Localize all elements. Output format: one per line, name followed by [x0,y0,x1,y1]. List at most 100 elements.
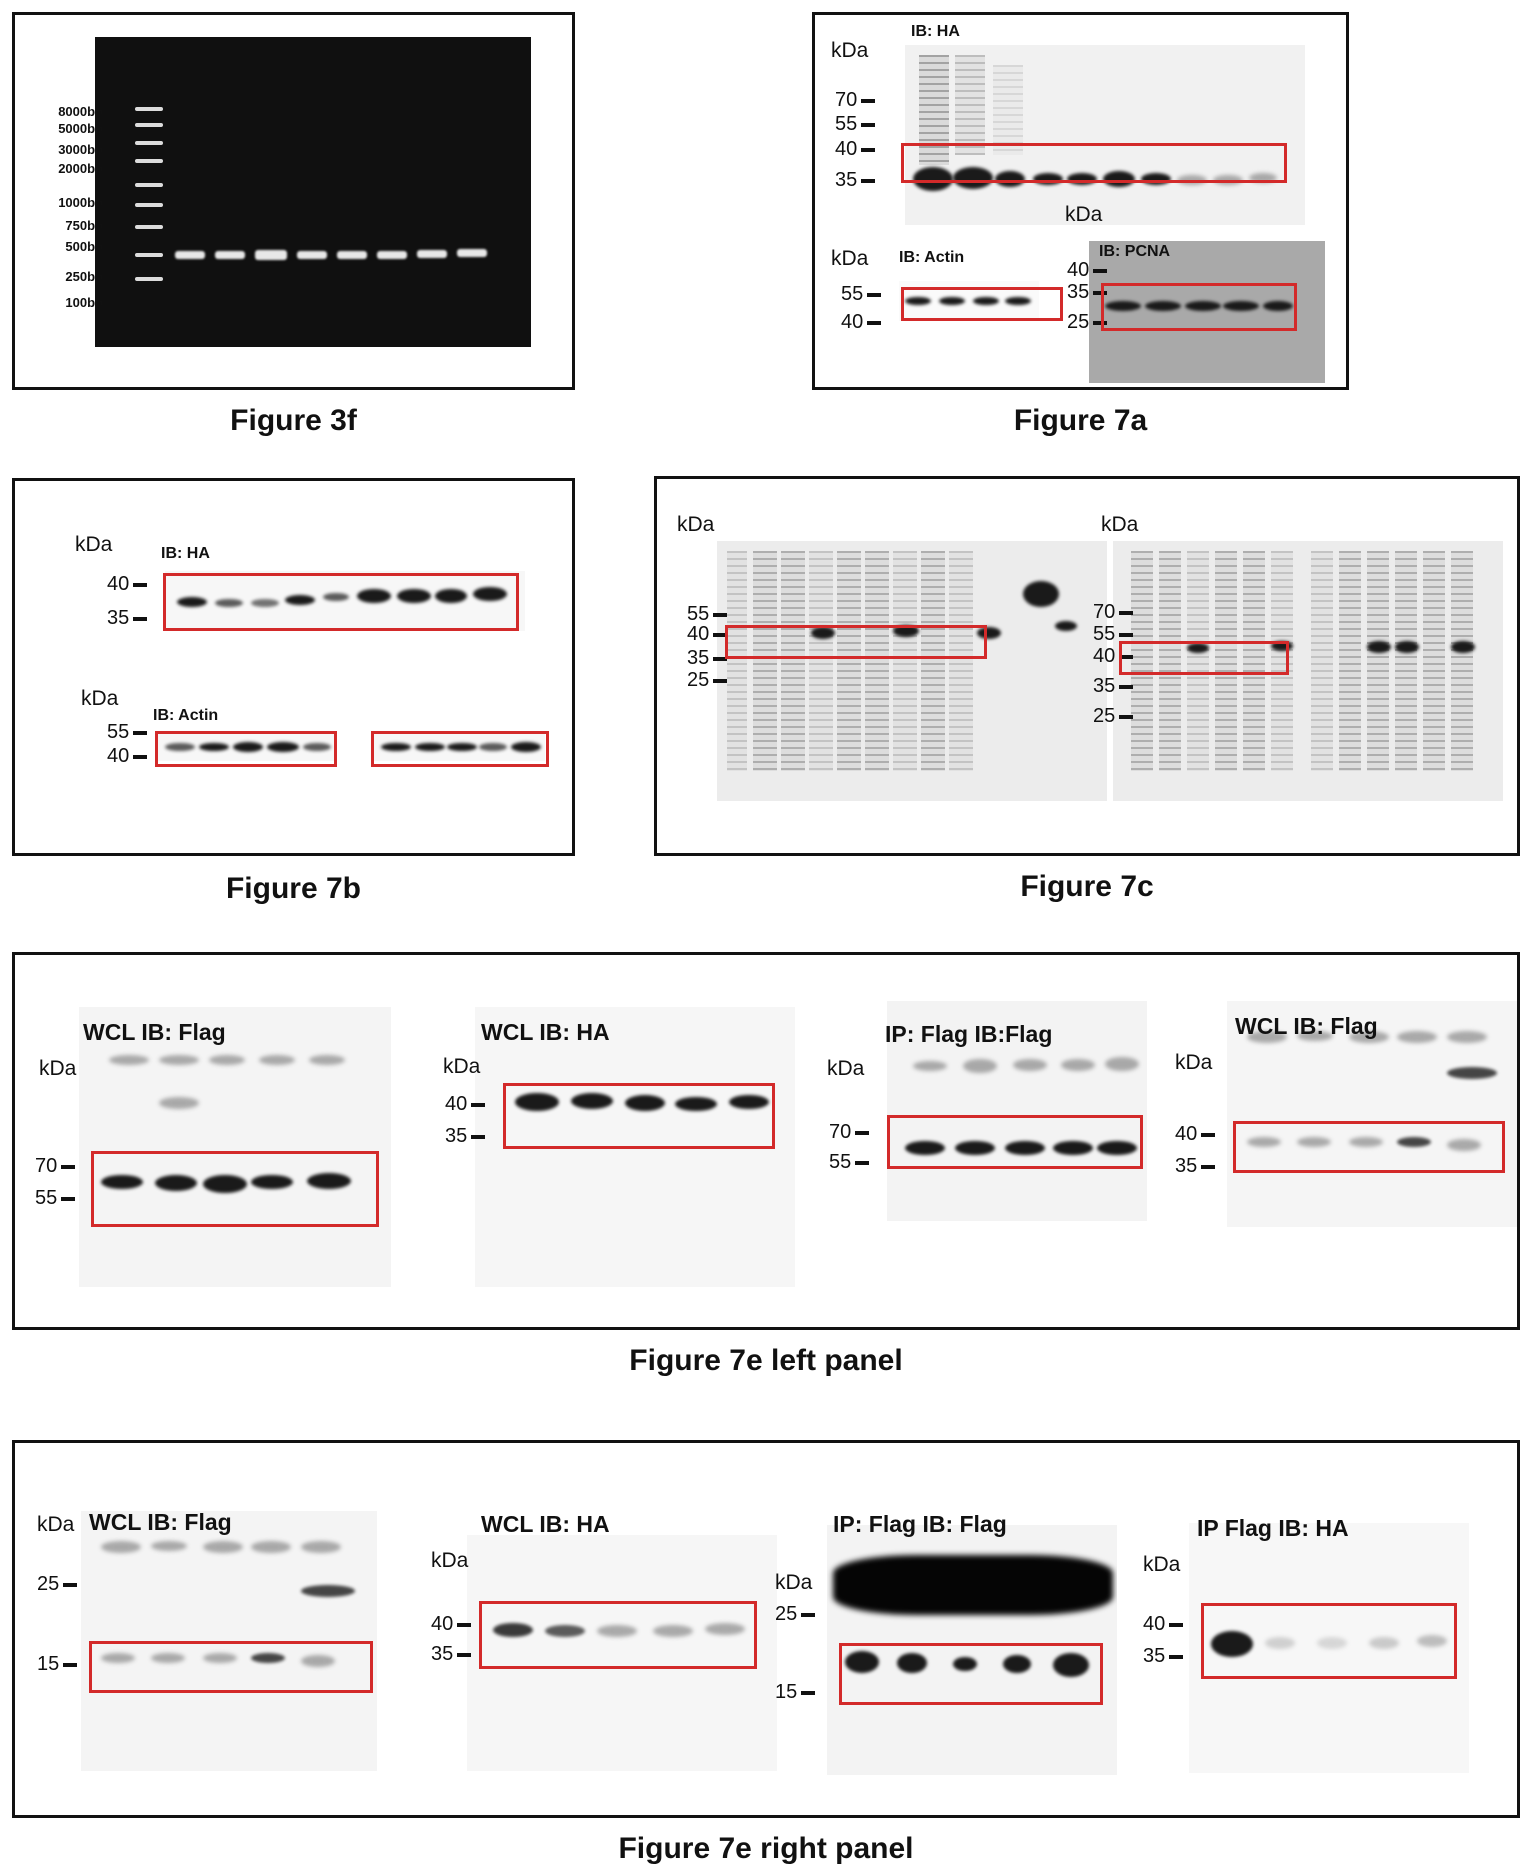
figure-7e-left-caption: Figure 7e left panel [629,1344,903,1377]
gel-right-image [1113,541,1503,801]
marker-40-right: 40 [1093,645,1133,668]
marker-25-pcna: 25 [1067,311,1107,334]
panel3-marker-70: 70 [829,1121,869,1144]
marker-35-pcna: 35 [1067,281,1107,304]
panel1-marker-55: 55 [35,1187,75,1210]
figure-7c-frame: kDa kDa 55 40 35 25 [654,476,1520,856]
r-panel4-marker-35: 35 [1143,1645,1183,1668]
panel1-marker-70: 70 [35,1155,75,1178]
ha-blot-image [165,571,525,631]
panel4-marker-35: 35 [1175,1155,1215,1178]
kda-label-right: kDa [1101,513,1139,536]
blot-ip-flag-r [827,1525,1117,1775]
r-panel3-title: IP: Flag IB: Flag [833,1511,1007,1537]
ib-ha-label: IB: HA [911,23,960,40]
blot-wcl-flag-1 [79,1007,391,1287]
agarose-gel-image [95,37,531,347]
r-panel1-highlight [89,1641,373,1693]
ladder-label-500: 500bp [65,239,103,254]
ladder-label-5000: 5000bp [58,121,103,136]
marker-40-actin: 40 [841,311,881,334]
marker-55-right: 55 [1093,623,1133,646]
actin-highlight-left [155,731,337,767]
marker-25-left: 25 [687,669,727,692]
marker-40-left: 40 [687,623,727,646]
kda-label-ha: kDa [75,533,113,556]
ha-band-highlight [163,573,519,631]
marker-40: 40 [835,138,875,161]
r-panel1-title: WCL IB: Flag [89,1509,232,1535]
r-panel3-marker-25: 25 [775,1603,815,1626]
figure-7e-left-frame: WCL IB: Flag kDa 70 55 WCL IB: HA kDa 40… [12,952,1520,1330]
blot-wcl-flag-2 [1227,1001,1517,1227]
r-panel2-marker-35: 35 [431,1643,471,1666]
figure-7e-right-caption: Figure 7e right panel [618,1832,914,1865]
r-panel4-kda: kDa [1143,1553,1181,1576]
gel-left-highlight [725,625,987,659]
figure-3f-caption: Figure 3f [230,404,357,437]
actin-blot-right [373,733,545,761]
panel4-marker-40: 40 [1175,1123,1215,1146]
ladder-label-750: 750bp [65,218,103,233]
marker-35: 35 [835,169,875,192]
panel3-highlight [887,1115,1143,1169]
r-panel2-marker-40: 40 [431,1613,471,1636]
r-panel2-title: WCL IB: HA [481,1511,610,1537]
actin-highlight-right [371,731,549,767]
r-panel3-marker-15: 15 [775,1681,815,1704]
kda-label-right: kDa [1065,203,1103,226]
ib-actin-label: IB: Actin [153,707,219,724]
figure-7a-frame: IB: HA kDa 70 55 40 35 kDa IB: Actin kDa… [812,12,1349,390]
r-panel1-marker-25: 25 [37,1573,77,1596]
kda-label-actin: kDa [831,247,869,270]
r-panel4-marker-40: 40 [1143,1613,1183,1636]
kda-label-left: kDa [677,513,715,536]
figure-7b-caption: Figure 7b [225,872,361,905]
marker-55-left: 55 [687,603,727,626]
panel1-title: WCL IB: Flag [83,1019,226,1045]
ladder-label-1000: 1000bp [58,195,103,210]
panel3-kda: kDa [827,1057,865,1080]
r-panel2-kda: kDa [431,1549,469,1572]
marker-70: 70 [835,89,875,112]
marker-35-ha: 35 [107,607,147,630]
r-panel2-highlight [479,1601,757,1669]
panel4-highlight [1233,1121,1505,1173]
r-panel4-highlight [1201,1603,1457,1679]
actin-blot-left [157,733,337,761]
marker-55-actin: 55 [107,721,147,744]
panel4-kda: kDa [1175,1051,1213,1074]
gel-left-image [717,541,1107,801]
ha-band-highlight [901,143,1287,183]
panel4-title: WCL IB: Flag [1235,1013,1378,1039]
marker-35-right: 35 [1093,675,1133,698]
marker-25-right: 25 [1093,705,1133,728]
figure-7c-caption: Figure 7c [1020,870,1154,903]
marker-70-right: 70 [1093,601,1133,624]
panel1-kda: kDa [39,1057,77,1080]
figure-7e-right-frame: WCL IB: Flag kDa 25 15 WCL IB: HA kDa 40… [12,1440,1520,1818]
r-panel3-highlight [839,1643,1103,1705]
ib-pcna-label: IB: PCNA [1099,243,1171,260]
actin-band-highlight [901,287,1063,321]
r-panel1-marker-15: 15 [37,1653,77,1676]
panel2-kda: kDa [443,1055,481,1078]
ladder-label-2000: 2000bp [58,161,103,176]
panel3-marker-55: 55 [829,1151,869,1174]
marker-40-ha: 40 [107,573,147,596]
marker-40-actin: 40 [107,745,147,768]
blot-ip-flag-ha [1189,1523,1469,1773]
blot-wcl-ha-r [467,1535,777,1771]
panel2-highlight [503,1083,775,1149]
blot-ip-flag [887,1001,1147,1221]
marker-55-actin: 55 [841,283,881,306]
ha-blot-image [905,45,1305,225]
marker-35-left: 35 [687,647,727,670]
r-panel4-title: IP Flag IB: HA [1197,1515,1349,1541]
r-panel3-kda: kDa [775,1571,813,1594]
ladder-label-100: 100bp [65,295,103,310]
ib-ha-label: IB: HA [161,545,210,562]
marker-55: 55 [835,113,875,136]
ladder-label-250: 250bp [65,269,103,284]
figure-7a-caption: Figure 7a [1013,404,1148,437]
